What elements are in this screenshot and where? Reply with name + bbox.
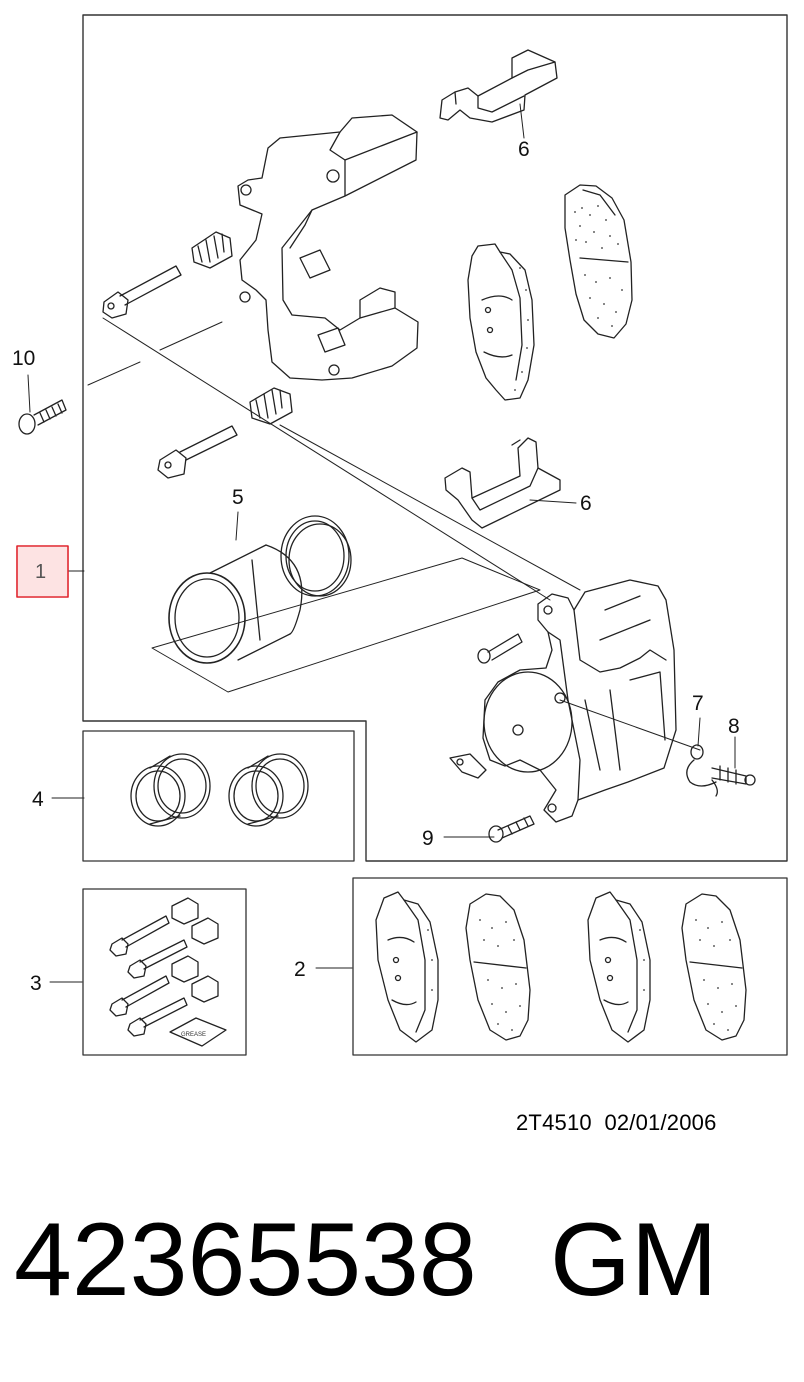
brake-caliper-exploded-diagram: 1 10 6 5 6 7 8 9 4 2 3 GREASE: [12, 14, 788, 1056]
pad-set-pads: [375, 891, 747, 1043]
bolt-item-9: [488, 815, 535, 843]
piston-plane: [151, 557, 541, 693]
pad-set-friction-dots: [427, 919, 737, 1031]
callout-9: 9: [422, 827, 434, 850]
guide-pin-upper: [102, 265, 182, 319]
caliper-bolt-upper: [477, 633, 523, 664]
callout-1: 1: [35, 561, 46, 583]
guide-pin-kit-box: [82, 888, 247, 1056]
pin-boot-upper: [191, 231, 233, 269]
callout-2: 2: [294, 958, 306, 981]
callout-1-highlight-fill: [18, 547, 67, 596]
caliper-bracket: [237, 114, 419, 381]
bleeder-cap-item-7: [686, 744, 718, 797]
pad-set-box: [352, 877, 788, 1056]
callout-8: 8: [728, 715, 740, 738]
pad-clip-upper: [439, 49, 558, 123]
callout-3: 3: [30, 972, 42, 995]
seal-kit-seals: [130, 753, 309, 827]
drawing-code-and-date: 2T4510 02/01/2006: [516, 1110, 717, 1135]
grease-packet-label: GREASE: [181, 1032, 206, 1038]
callout-7: 7: [692, 692, 704, 715]
brake-pad-inner: [467, 243, 535, 401]
brake-pad-outer: [564, 184, 633, 339]
piston-item-5: [168, 515, 352, 664]
callout-leaders: [27, 103, 736, 983]
callout-10: 10: [12, 347, 35, 370]
pin-boot-lower: [249, 387, 293, 425]
callout-5: 5: [232, 486, 244, 509]
callout-6-upper: 6: [518, 138, 530, 161]
friction-dots-upper: [514, 205, 623, 391]
guide-pin-kit-parts: GREASE: [109, 897, 227, 1047]
seal-kit-box: [82, 730, 355, 862]
callout-6-lower: 6: [580, 492, 592, 515]
assembly-lines: [87, 317, 701, 751]
callout-1-highlight: [16, 545, 69, 598]
callout-4: 4: [32, 788, 44, 811]
main-assembly-frame: [82, 14, 788, 862]
part-number: 42365538: [14, 1202, 477, 1318]
bolt-item-10: [18, 399, 67, 435]
guide-pin-lower: [157, 425, 238, 479]
pad-clip-lower: [444, 437, 561, 529]
brand-name: GM: [550, 1202, 718, 1318]
bleeder-screw-item-8: [711, 765, 756, 786]
sensor-clip: [449, 753, 487, 779]
caliper-housing: [482, 579, 677, 823]
